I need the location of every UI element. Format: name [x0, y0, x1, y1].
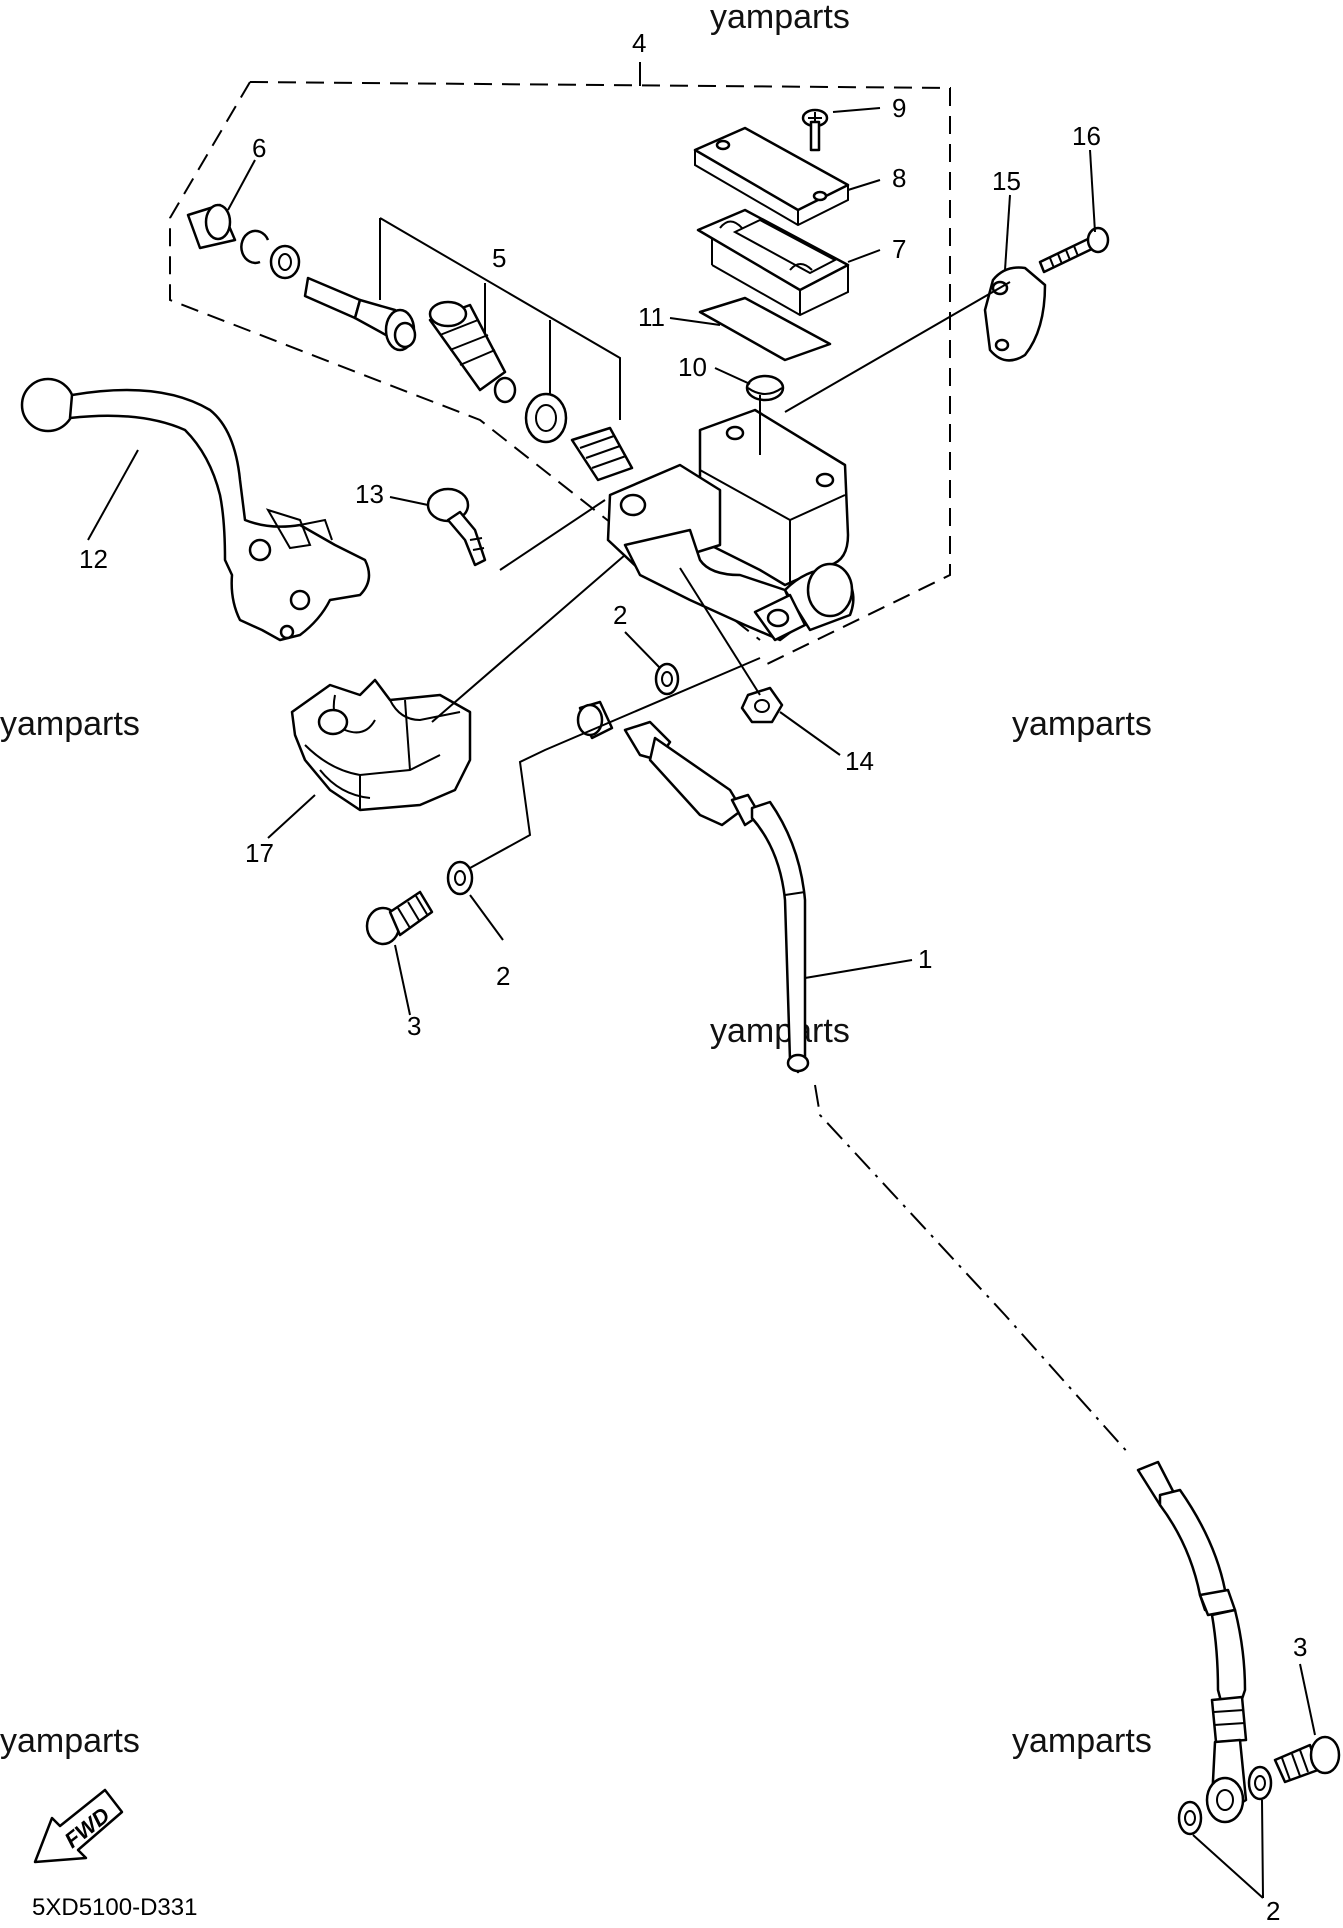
callout-10: 10 — [678, 352, 707, 382]
piston-part — [428, 300, 517, 404]
reservoir-cap-part — [693, 126, 850, 227]
watermark-left-bottom: yamparts — [0, 1722, 140, 1760]
pushrod-part — [303, 276, 417, 352]
callout-7: 7 — [892, 234, 906, 264]
callout-2-left: 2 — [496, 961, 510, 991]
union-bolt-right — [1273, 1735, 1341, 1784]
master-cylinder-center — [606, 408, 855, 642]
assembly-lines — [431, 281, 1011, 869]
callout-11: 11 — [638, 302, 665, 332]
washers-bottom — [1177, 1765, 1273, 1836]
bolt-16-part — [1038, 226, 1110, 274]
callout-12: 12 — [79, 544, 108, 574]
callout-6: 6 — [252, 133, 266, 163]
callout-13: 13 — [355, 479, 384, 509]
boot-part — [186, 203, 237, 250]
callout-1: 1 — [918, 944, 932, 974]
brake-hose — [576, 700, 810, 1074]
watermark-center: yamparts — [710, 1012, 850, 1050]
union-bolt-left — [365, 890, 434, 946]
callout-5: 5 — [492, 243, 506, 273]
master-cylinder-left — [290, 678, 472, 812]
kit-boundary — [169, 62, 951, 666]
diaphragm-plate-part — [698, 296, 832, 362]
spring-part — [570, 426, 634, 482]
cup-seal-part — [524, 392, 568, 444]
clutch-lever-part — [20, 377, 371, 642]
callout-leaders — [87, 107, 1316, 1899]
hose-routing-line — [814, 1084, 1131, 1456]
callout-14: 14 — [845, 746, 874, 776]
float-part — [745, 374, 785, 402]
lower-hose — [1136, 1460, 1248, 1824]
diagram-code: 5XD5100-D331 — [32, 1894, 197, 1921]
watermark-left-mid: yamparts — [0, 705, 140, 743]
diaphragm-part — [696, 208, 850, 317]
pivot-bolt-part — [426, 487, 487, 567]
callout-labels: 1 2 2 2 3 3 4 5 6 7 8 9 10 11 12 13 14 1… — [79, 28, 1307, 1926]
washer-center-part — [654, 662, 680, 696]
callout-17: 17 — [245, 838, 274, 868]
callout-8: 8 — [892, 163, 906, 193]
watermark-right-mid: yamparts — [1012, 705, 1152, 743]
bracket-part — [983, 266, 1047, 362]
watermark-top: yamparts — [710, 0, 850, 36]
callout-9: 9 — [892, 93, 906, 123]
callout-4: 4 — [632, 28, 646, 58]
callout-3-right: 3 — [1293, 1632, 1307, 1662]
fwd-arrow-icon: FWD — [33, 1788, 124, 1864]
watermark-right-bottom: yamparts — [1012, 1722, 1152, 1760]
callout-2-bottom: 2 — [1266, 1896, 1280, 1926]
callout-3-left: 3 — [407, 1011, 421, 1041]
circlip-part — [240, 229, 301, 280]
nut-part — [740, 686, 784, 724]
callout-16: 16 — [1072, 121, 1101, 151]
callout-15: 15 — [992, 166, 1021, 196]
callout-2-center: 2 — [613, 600, 627, 630]
piston-set-bracket — [379, 217, 621, 420]
washer-left-part — [446, 860, 474, 896]
screw-part — [801, 108, 829, 152]
